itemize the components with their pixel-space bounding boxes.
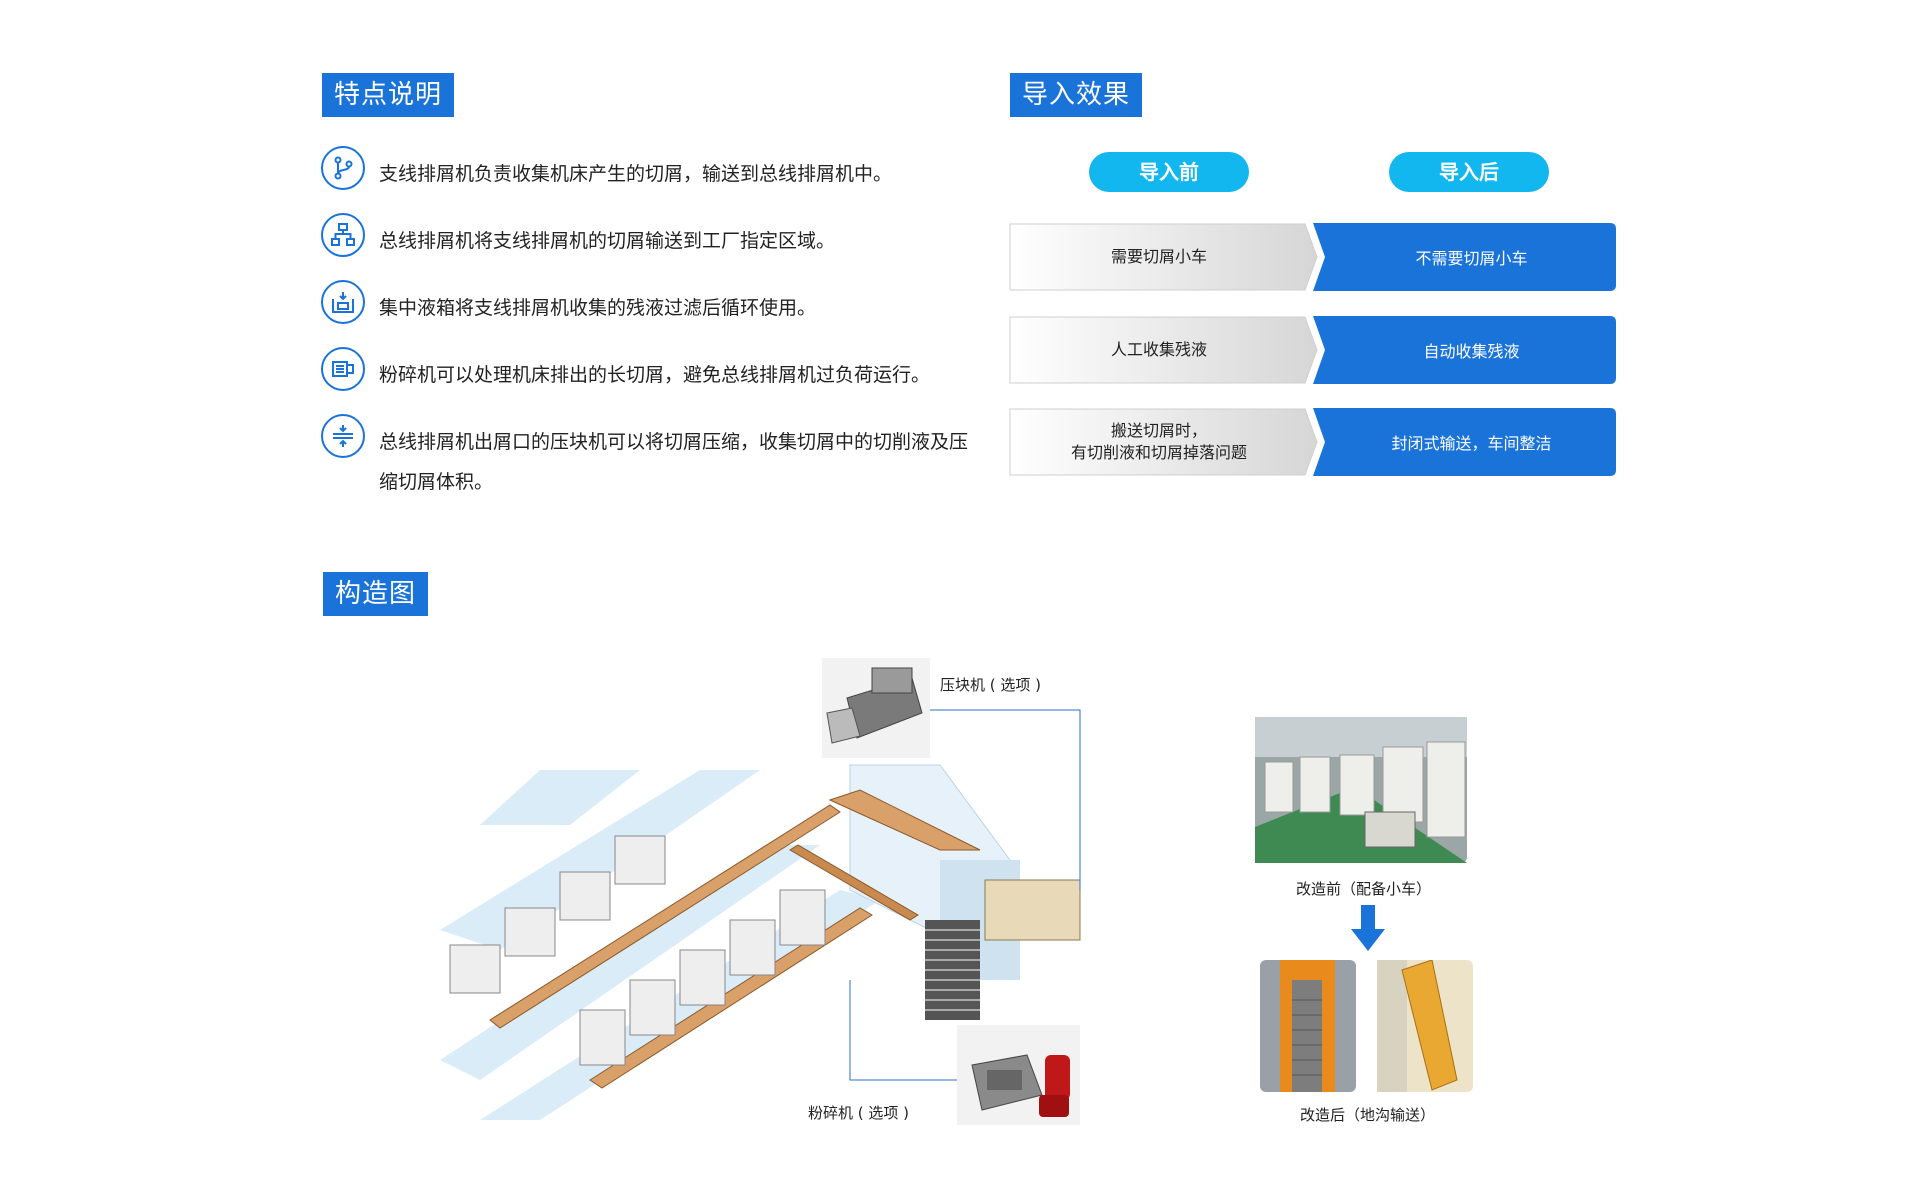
- branch-conveyor: [489, 804, 841, 1029]
- after-caption: 改造后（地沟输送）: [1300, 1106, 1436, 1124]
- before-row-1: 需要切屑小车: [1009, 223, 1318, 291]
- before-text: 需要切屑小车: [1110, 247, 1207, 266]
- after-pill: 导入后: [1389, 152, 1549, 192]
- centralized-tank: [984, 879, 1081, 941]
- before-retrofit-photo: [1255, 717, 1467, 863]
- effect-section-title: 导入效果: [1010, 73, 1143, 117]
- compress-icon: [321, 414, 365, 458]
- main-conveyor: [828, 789, 981, 851]
- crusher-icon: [321, 347, 365, 391]
- layout-diagram: [440, 709, 1081, 1120]
- arrow-down-icon: [1351, 905, 1385, 951]
- after-text: 封闭式输送，车间整洁: [1391, 434, 1552, 453]
- crusher-callout-line: [849, 980, 970, 1081]
- before-row-bg: [1009, 223, 1318, 291]
- before-text-line2: 有切削液和切屑掉落问题: [1070, 443, 1247, 462]
- after-row-bg: [1313, 316, 1616, 384]
- after-row-3: 封闭式输送，车间整洁: [1313, 408, 1616, 476]
- machine-tools-row: [579, 889, 826, 1066]
- floor-stripe: [440, 845, 820, 1080]
- shutter-door: [925, 920, 980, 1020]
- structure-section-title: 构造图: [323, 572, 429, 616]
- before-row-bg: [1009, 408, 1318, 476]
- after-row-bg: [1313, 223, 1616, 291]
- feature-text: 总线排屑机将支线排屑机的切屑输送到工厂指定区域。: [379, 230, 836, 252]
- feature-text: 集中液箱将支线排屑机收集的残液过滤后循环使用。: [379, 297, 817, 319]
- feature-text: 总线排屑机出屑口的压块机可以将切屑压缩，收集切屑中的切削液及压缩切屑体积。: [379, 431, 969, 493]
- tank-icon: [321, 280, 365, 324]
- after-row-1: 不需要切屑小车: [1313, 223, 1616, 291]
- after-text: 自动收集残液: [1423, 342, 1520, 361]
- hierarchy-icon: [321, 213, 365, 257]
- features-section-title: 特点说明: [322, 73, 455, 117]
- floor-stripe: [480, 770, 640, 825]
- main-conveyor: [789, 844, 919, 921]
- feature-text: 粉碎机可以处理机床排出的长切屑，避免总线排屑机过负荷运行。: [379, 364, 931, 386]
- before-caption: 改造前（配备小车）: [1296, 880, 1432, 898]
- after-retrofit-photo-2: [1377, 960, 1473, 1092]
- before-row-bg: [1009, 316, 1318, 384]
- before-row-3: 搬送切屑时， 有切削液和切屑掉落问题: [1009, 408, 1318, 476]
- press-callout-line: [920, 709, 1081, 890]
- press-label: 压块机 ( 选项 ): [940, 676, 1042, 694]
- before-pill: 导入前: [1089, 152, 1249, 192]
- before-text: 人工收集残液: [1110, 340, 1207, 359]
- machine-tools-row: [449, 835, 666, 994]
- branch-icon: [321, 146, 365, 190]
- feature-text: 支线排屑机负责收集机床产生的切屑，输送到总线排屑机中。: [379, 163, 893, 185]
- before-text: 搬送切屑时， 有切削液和切屑掉落问题: [1009, 408, 1309, 476]
- crusher-label: 粉碎机 ( 选项 ): [808, 1104, 910, 1122]
- before-row-2: 人工收集残液: [1009, 316, 1318, 384]
- before-text-line1: 搬送切屑时，: [1110, 421, 1207, 440]
- briquetting-press-image: [822, 658, 930, 758]
- after-row-2: 自动收集残液: [1313, 316, 1616, 384]
- after-retrofit-photo-1: [1260, 960, 1356, 1092]
- crusher-image: [957, 1025, 1080, 1125]
- floor-stripe: [440, 770, 760, 950]
- after-text: 不需要切屑小车: [1415, 249, 1528, 268]
- after-row-bg: [1313, 408, 1616, 476]
